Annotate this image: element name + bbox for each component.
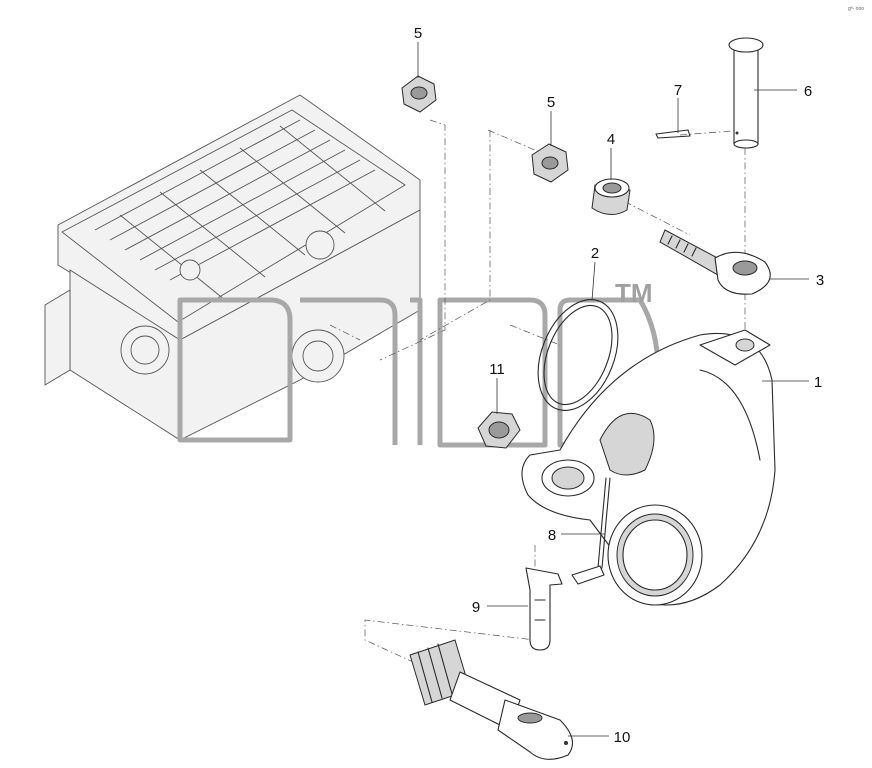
part-number-labels: 5 5 4 7 6 2 3 1 11 8 9 10 <box>414 25 824 746</box>
part-10-hitch-pin <box>409 639 574 760</box>
corner-mark: gª- ooo <box>848 6 864 12</box>
part-5a-nut <box>401 75 437 113</box>
part-label-1: 1 <box>814 374 822 391</box>
part-label-3: 3 <box>816 272 824 289</box>
part-label-4: 4 <box>607 131 615 148</box>
part-label-2: 2 <box>591 245 599 262</box>
part-11-lock-nut <box>477 411 521 449</box>
part-2-o-ring <box>537 299 619 411</box>
part-label-11: 11 <box>489 361 505 378</box>
part-6-pin <box>728 37 764 149</box>
housing-assembly-drawing <box>44 94 421 441</box>
leader-lines <box>417 42 809 737</box>
part-label-6: 6 <box>804 83 812 100</box>
watermark-trademark: TM <box>615 278 653 308</box>
part-8-chain <box>571 477 611 585</box>
part-9-latch <box>525 567 563 651</box>
part-label-10: 10 <box>614 729 631 746</box>
part-label-9: 9 <box>472 599 480 616</box>
part-label-8: 8 <box>548 527 556 544</box>
part-1-body <box>521 329 776 606</box>
part-4-bushing <box>591 178 631 215</box>
watermark-logo: TM <box>177 278 661 448</box>
part-label-5b: 5 <box>547 94 555 111</box>
part-label-7: 7 <box>674 82 682 99</box>
part-3-eye-bolt <box>659 229 771 295</box>
part-label-5a: 5 <box>414 25 422 42</box>
part-5b-nut <box>531 143 569 183</box>
part-7-cotter-pin <box>655 129 691 139</box>
